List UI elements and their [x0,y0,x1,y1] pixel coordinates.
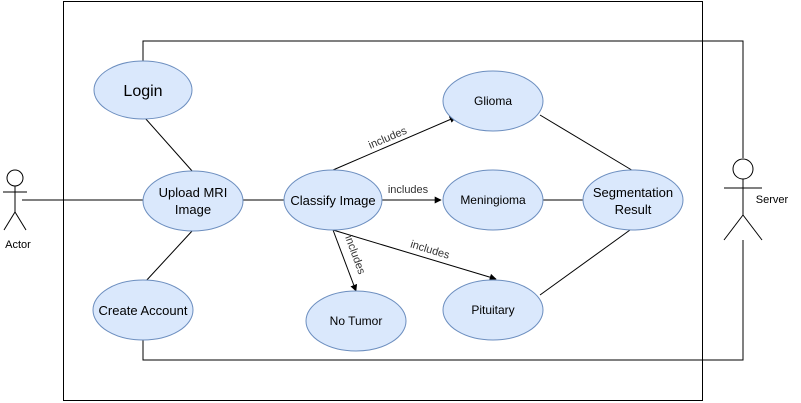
actor-server-leg-right [742,214,763,241]
create-upload-link [144,229,194,283]
include-arrows [332,116,497,292]
use-case-pituitary[interactable]: Pituitary [442,279,544,341]
server-connector-line [142,40,744,361]
use-case-create-account[interactable]: Create Account [92,279,194,341]
use-case-segmentation-label-line1: Segmentation [593,185,673,200]
label-includes-meningioma: includes [388,184,429,196]
use-case-segmentation-result[interactable]: Segmentation Result [582,169,684,231]
use-case-classify-label: Classify Image [290,193,375,208]
use-case-meningioma-shape [442,169,544,231]
use-case-create-account-label: Create Account [99,303,188,318]
use-case-login[interactable]: Login [93,60,193,120]
use-case-glioma-shape [442,70,544,132]
use-case-upload-mri-image[interactable]: Upload MRI Image [142,170,244,232]
use-case-classify-shape [283,169,383,231]
use-case-pituitary-label: Pituitary [471,303,514,317]
use-case-upload-shape [142,170,244,232]
login-upload-link [144,117,194,173]
arrow-classify-no-tumor [332,229,358,292]
label-includes-no-tumor: includes [342,234,367,276]
actor-user-label: Actor [5,239,31,251]
use-case-no-tumor-label: No Tumor [330,314,383,328]
use-case-upload-label-line2: Image [175,202,211,217]
associations [22,114,636,296]
actor-server-label: Server [756,194,789,206]
use-case-upload-label-line1: Upload MRI [159,185,228,200]
use-case-meningioma-label: Meningioma [460,193,526,207]
pituitary-segmentation-link [539,229,631,296]
use-case-login-label: Login [123,83,162,100]
use-case-segmentation-shape [582,169,684,231]
use-case-create-account-shape [92,279,194,341]
actor-user-leg-left [3,211,16,231]
arrow-classify-glioma [332,116,457,171]
use-case-no-tumor[interactable]: No Tumor [305,290,407,352]
actor-user-head [6,169,24,187]
arrow-classify-pituitary [332,229,497,281]
use-case-segmentation-label-line2: Result [615,202,652,217]
use-case-classify-image[interactable]: Classify Image [283,169,383,231]
use-case-glioma[interactable]: Glioma [442,70,544,132]
actor-server-leg-left [723,214,744,241]
glioma-segmentation-link [539,114,636,173]
system-boundary [63,1,703,401]
use-case-glioma-label: Glioma [474,94,512,108]
actor-user [3,169,27,231]
use-case-pituitary-shape [442,279,544,341]
use-case-login-shape [93,60,193,120]
actor-server-head [732,158,754,180]
actor-server [723,158,763,241]
label-includes-pituitary: includes [409,238,452,261]
use-case-meningioma[interactable]: Meningioma [442,169,544,231]
label-includes-glioma: includes [367,125,409,152]
actor-user-leg-right [14,211,27,231]
use-case-no-tumor-shape [305,290,407,352]
